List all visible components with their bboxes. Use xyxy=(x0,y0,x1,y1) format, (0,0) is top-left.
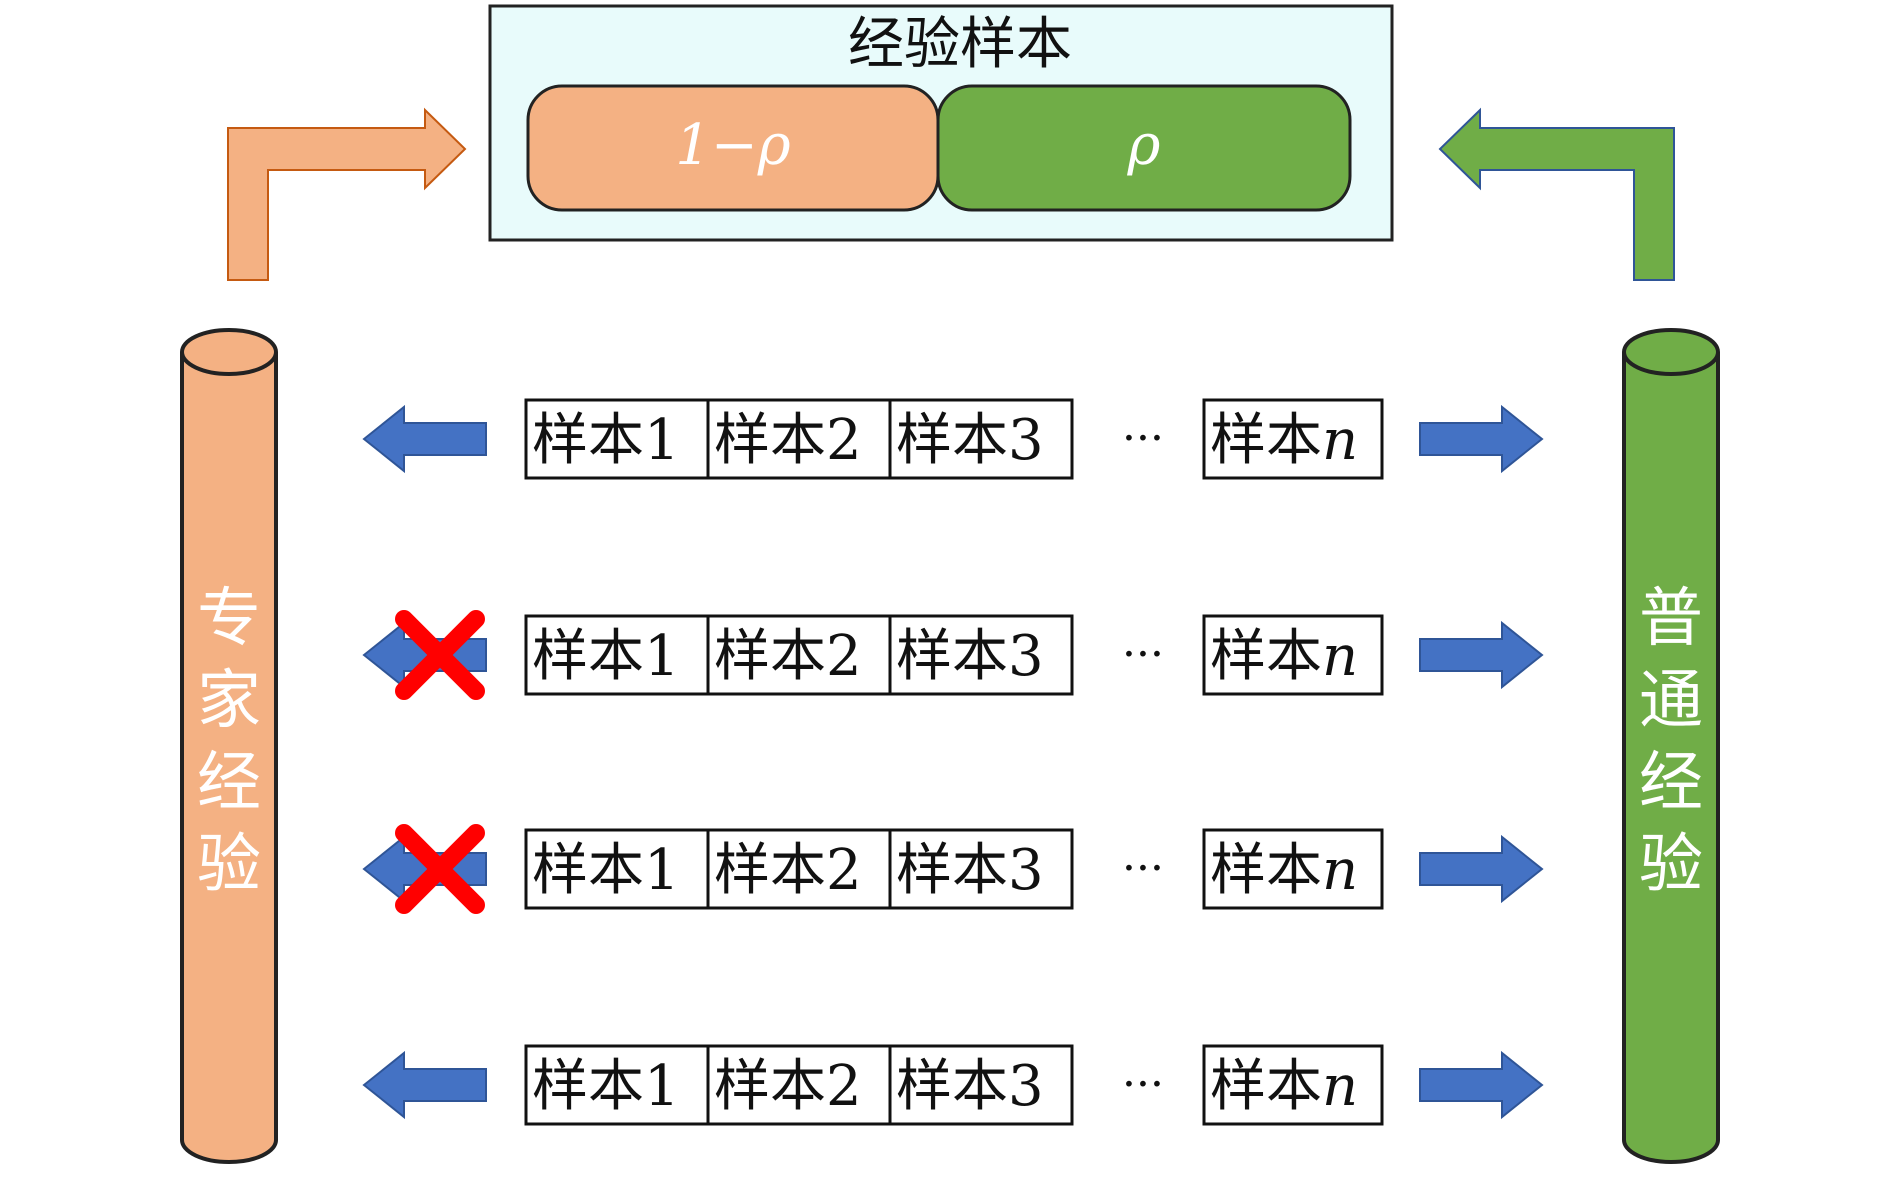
sample-cell-label: 样本1 xyxy=(532,624,680,689)
sample-cell-last xyxy=(1202,398,1384,480)
buffer-title: 经验样本 xyxy=(848,12,1072,77)
sample-prefix: 样本 xyxy=(532,1054,644,1119)
sample-ellipsis: ··· xyxy=(1122,843,1164,894)
sample-index: 3 xyxy=(1008,408,1044,473)
sample-prefix: 样本 xyxy=(714,838,826,903)
sample-prefix: 样本 xyxy=(1210,408,1322,473)
sample-cell-label: 样本3 xyxy=(896,838,1044,903)
sample-cell xyxy=(888,614,1074,696)
sample-ellipsis: ··· xyxy=(1122,413,1164,464)
to-normal-arrow xyxy=(1419,620,1544,690)
sample-cell-label: 样本2 xyxy=(714,408,862,473)
sample-prefix: 样本 xyxy=(714,624,826,689)
sample-index: 1 xyxy=(644,624,680,689)
red-cross-stroke-b xyxy=(395,824,485,914)
sample-cell-label: 样本2 xyxy=(714,624,862,689)
normal-experience-pillar xyxy=(1622,328,1720,1164)
sample-index: n xyxy=(1322,838,1358,903)
sample-cell-last xyxy=(1202,828,1384,910)
expert-pillar-label-4: 验 xyxy=(197,828,261,902)
sample-cell-label: 样本1 xyxy=(532,408,680,473)
sample-cell-label: 样本3 xyxy=(896,624,1044,689)
sample-cell-label: 样本1 xyxy=(532,1054,680,1119)
sample-cell-label: 样本3 xyxy=(896,1054,1044,1119)
sample-cell xyxy=(888,398,1074,480)
sample-prefix: 样本 xyxy=(896,408,1008,473)
sample-index: 3 xyxy=(1008,1054,1044,1119)
sample-cell xyxy=(524,828,710,910)
sample-cell xyxy=(706,828,892,910)
sample-index: 1 xyxy=(644,408,680,473)
normal-pillar-label-2: 通 xyxy=(1639,664,1703,738)
to-normal-arrow xyxy=(1419,834,1544,904)
buffer-segment-normal xyxy=(936,84,1352,212)
sample-index: 1 xyxy=(644,1054,680,1119)
sample-prefix: 样本 xyxy=(896,838,1008,903)
sample-prefix: 样本 xyxy=(1210,1054,1322,1119)
sample-index: 2 xyxy=(826,624,862,689)
sample-prefix: 样本 xyxy=(714,1054,826,1119)
normal-pillar-label-1: 普 xyxy=(1639,582,1703,656)
sample-cell-last-label: 样本n xyxy=(1210,408,1358,473)
sample-index: 3 xyxy=(1008,838,1044,903)
sample-cell-last-label: 样本n xyxy=(1210,1054,1358,1119)
sample-cell-label: 样本1 xyxy=(532,838,680,903)
sample-cell xyxy=(706,1044,892,1126)
sample-cell-label: 样本3 xyxy=(896,408,1044,473)
sample-cell-last-label: 样本n xyxy=(1210,624,1358,689)
expert-to-buffer-arrow xyxy=(227,107,467,281)
sample-cell xyxy=(888,828,1074,910)
sample-index: n xyxy=(1322,1054,1358,1119)
to-normal-arrow xyxy=(1419,404,1544,474)
sample-index: 2 xyxy=(826,838,862,903)
sample-ellipsis: ··· xyxy=(1122,629,1164,680)
normal-pillar-label-4: 验 xyxy=(1639,828,1703,902)
buffer-segment-normal-label: ρ xyxy=(1127,113,1161,178)
sample-cell-last-label: 样本n xyxy=(1210,838,1358,903)
sample-prefix: 样本 xyxy=(896,624,1008,689)
sample-cell-last xyxy=(1202,614,1384,696)
sample-cell xyxy=(524,614,710,696)
sample-prefix: 样本 xyxy=(896,1054,1008,1119)
to-expert-arrow xyxy=(362,404,487,474)
sample-cell xyxy=(706,398,892,480)
sample-prefix: 样本 xyxy=(1210,838,1322,903)
blocked-cross-icon xyxy=(395,610,485,700)
to-expert-arrow xyxy=(362,1050,487,1120)
expert-pillar-label-2: 家 xyxy=(197,664,261,738)
sample-cell-last xyxy=(1202,1044,1384,1126)
to-normal-arrow xyxy=(1419,1050,1544,1120)
sample-prefix: 样本 xyxy=(532,838,644,903)
sample-index: n xyxy=(1322,624,1358,689)
sample-prefix: 样本 xyxy=(532,408,644,473)
sample-prefix: 样本 xyxy=(532,624,644,689)
sample-cell xyxy=(888,1044,1074,1126)
sample-cell-label: 样本2 xyxy=(714,838,862,903)
normal-pillar-label-3: 经 xyxy=(1639,746,1703,820)
sample-cell-label: 样本2 xyxy=(714,1054,862,1119)
normal-to-buffer-arrow xyxy=(1438,107,1675,281)
sample-prefix: 样本 xyxy=(714,408,826,473)
red-cross-stroke-b xyxy=(395,610,485,700)
sample-prefix: 样本 xyxy=(1210,624,1322,689)
sample-cell xyxy=(524,1044,710,1126)
sample-index: 3 xyxy=(1008,624,1044,689)
sample-index: 2 xyxy=(826,1054,862,1119)
buffer-segment-expert-label: 1−ρ xyxy=(675,113,791,178)
blocked-cross-icon xyxy=(395,824,485,914)
expert-pillar-label-3: 经 xyxy=(197,746,261,820)
sample-cell xyxy=(524,398,710,480)
expert-pillar-label-1: 专 xyxy=(197,582,261,656)
expert-experience-pillar xyxy=(180,328,278,1164)
sample-index: n xyxy=(1322,408,1358,473)
sample-ellipsis: ··· xyxy=(1122,1059,1164,1110)
sample-index: 2 xyxy=(826,408,862,473)
sample-index: 1 xyxy=(644,838,680,903)
